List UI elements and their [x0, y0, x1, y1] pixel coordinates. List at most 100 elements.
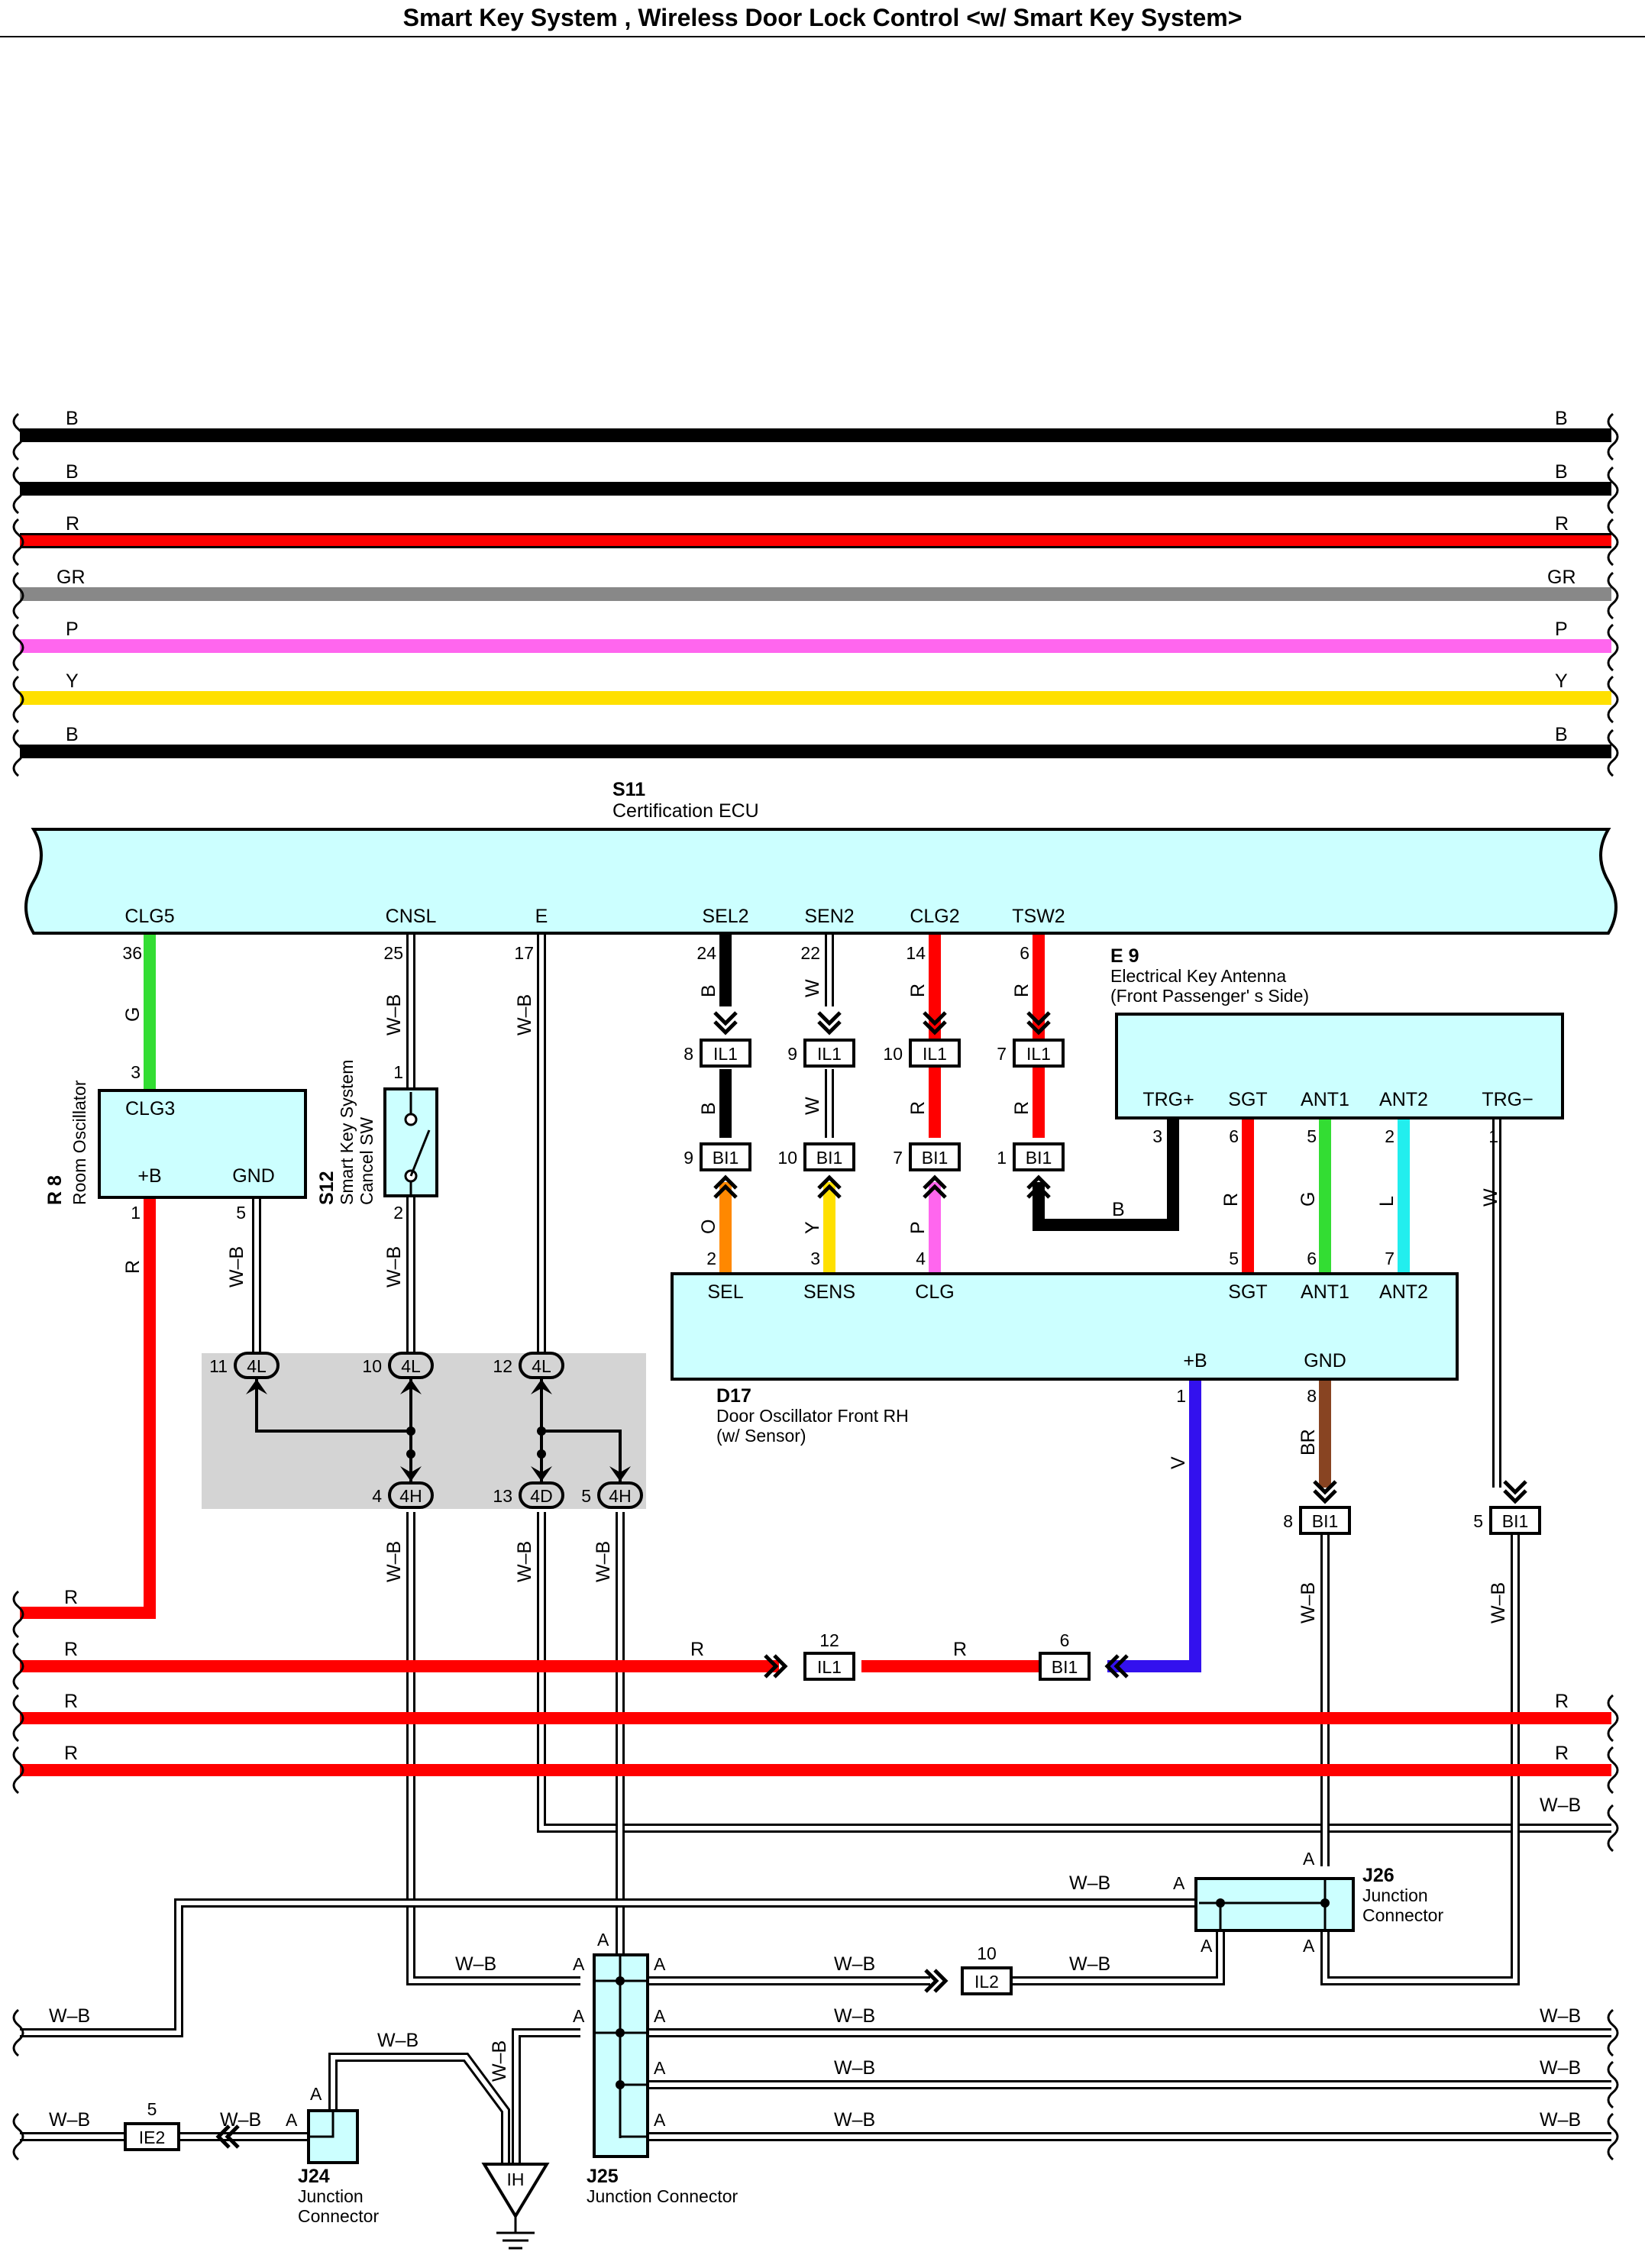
connector-bi1-b: BI1 10	[777, 1142, 855, 1171]
svg-text:R: R	[64, 1743, 78, 1764]
j25-id: J25	[587, 2166, 619, 2187]
svg-text:11: 11	[209, 1356, 228, 1376]
pin-num: 1	[131, 1203, 141, 1223]
svg-text:BI1: BI1	[1026, 1148, 1052, 1168]
svg-text:A: A	[654, 1954, 666, 1974]
svg-text:5: 5	[1473, 1511, 1483, 1531]
pin-num: 2	[706, 1249, 716, 1268]
svg-text:A: A	[310, 2084, 322, 2104]
svg-text:IL1: IL1	[1026, 1044, 1051, 1064]
svg-text:A: A	[654, 2110, 666, 2130]
r8-body	[98, 1089, 307, 1199]
s12-name: Smart Key System	[337, 1060, 357, 1205]
svg-text:W–B: W–B	[514, 1541, 535, 1582]
pin-num: 6	[1020, 943, 1029, 963]
connector-il1-e: IL1 12	[803, 1630, 855, 1681]
top-bus-group: B B B B R R GR GR P	[12, 408, 1619, 777]
s12-subname: Cancel SW	[357, 1117, 377, 1205]
pin-num: 14	[906, 943, 926, 963]
svg-text:R: R	[1011, 984, 1033, 997]
connector-bi1-f: BI1 5	[1473, 1506, 1541, 1535]
pin-num: 6	[1229, 1126, 1239, 1146]
bus-label-right: B	[1555, 461, 1568, 483]
svg-text:R: R	[953, 1639, 967, 1660]
j24-id: J24	[298, 2166, 330, 2187]
pin-num: 1	[393, 1062, 403, 1082]
svg-text:A: A	[1201, 1936, 1213, 1956]
wire-v	[1107, 1379, 1201, 1672]
bus-label-left: B	[66, 724, 79, 745]
svg-text:W–B: W–B	[220, 2109, 261, 2131]
svg-text:7: 7	[893, 1148, 903, 1168]
j24-name: Junction	[298, 2186, 364, 2206]
wires	[20, 935, 1611, 2164]
svg-text:4L: 4L	[532, 1356, 551, 1376]
j24-junction-connector: J24 Junction Connector	[298, 2109, 379, 2226]
bus-label-left: R	[66, 513, 79, 535]
svg-text:W–B: W–B	[514, 994, 535, 1035]
svg-text:R: R	[907, 1101, 929, 1115]
e9-id: E 9	[1110, 945, 1139, 967]
svg-text:B: B	[698, 984, 719, 997]
svg-text:R: R	[690, 1639, 704, 1660]
svg-text:IL1: IL1	[923, 1044, 947, 1064]
pin-num: 22	[800, 943, 820, 963]
svg-text:IL1: IL1	[713, 1044, 738, 1064]
pin-ant2: ANT2	[1379, 1089, 1428, 1110]
svg-text:A: A	[597, 1930, 609, 1950]
bus-label-left: B	[66, 408, 79, 429]
j26-id: J26	[1362, 1865, 1395, 1886]
pin-num: 3	[1152, 1126, 1162, 1146]
connector-bi1-a: BI1 9	[684, 1142, 751, 1171]
pin-clg3: CLG3	[125, 1098, 175, 1119]
connector-il1-c: IL1 10	[883, 1039, 961, 1068]
svg-text:W–B: W–B	[1069, 1953, 1110, 1975]
pin-tsw2: TSW2	[1012, 906, 1065, 927]
svg-text:W–B: W–B	[1540, 2005, 1581, 2027]
j26-junction-connector: J26 Junction Connector	[1194, 1865, 1443, 1932]
wire-b-trg	[1033, 1119, 1179, 1231]
s11-id: S11	[612, 779, 645, 800]
pin-num: 5	[1229, 1249, 1239, 1268]
svg-text:10: 10	[977, 1943, 997, 1963]
pin-num: 8	[1307, 1386, 1317, 1406]
pin-sel: SEL	[707, 1281, 743, 1303]
svg-text:L: L	[1376, 1196, 1398, 1207]
pin-num: 17	[514, 943, 534, 963]
svg-text:4: 4	[372, 1486, 382, 1506]
bus-label-left: P	[66, 619, 79, 640]
ground-symbol-icon	[481, 2163, 550, 2219]
d17-body	[671, 1272, 1459, 1381]
bus-label-left: GR	[57, 567, 86, 588]
r8-name: Room Oscillator	[69, 1080, 89, 1205]
connector-il1-a: IL1 8	[684, 1039, 751, 1068]
svg-text:BR: BR	[1298, 1429, 1319, 1455]
svg-text:W–B: W–B	[49, 2005, 90, 2027]
bus-wire-p: P P	[12, 619, 1619, 672]
svg-text:B: B	[698, 1102, 719, 1115]
svg-text:W–B: W–B	[383, 994, 405, 1035]
bus-wire-gr: GR GR	[12, 567, 1619, 620]
svg-text:4D: 4D	[530, 1486, 552, 1506]
pin-num: 1	[1488, 1126, 1498, 1146]
svg-text:R: R	[1555, 1743, 1569, 1764]
d17-subname: (w/ Sensor)	[716, 1426, 806, 1446]
svg-text:W–B: W–B	[834, 2109, 875, 2131]
pin-num: 7	[1385, 1249, 1395, 1268]
pin-sel2: SEL2	[702, 906, 748, 927]
svg-text:8: 8	[684, 1044, 693, 1064]
junction-block-connectors: 4L 11 4L 10 4L 12 4H 4 4D 13 4H 5	[209, 1352, 643, 1509]
pin-clg5: CLG5	[124, 906, 174, 927]
pin-num: 5	[236, 1203, 246, 1223]
svg-text:BI1: BI1	[1052, 1657, 1078, 1677]
svg-text:4L: 4L	[401, 1356, 421, 1376]
connector-il1-b: IL1 9	[787, 1039, 855, 1068]
inline-connectors: IL1 8 IL1 9 IL1 10 IL1 7 BI1 9 BI1 10 BI…	[684, 1011, 1065, 1199]
svg-text:R: R	[64, 1587, 78, 1608]
svg-text:A: A	[1303, 1849, 1315, 1869]
bus-label-right: R	[1555, 513, 1569, 535]
pin-num: 2	[393, 1203, 403, 1223]
j26-name: Junction	[1362, 1885, 1428, 1905]
svg-text:10: 10	[362, 1356, 382, 1376]
pin-num: 1	[1176, 1386, 1186, 1406]
